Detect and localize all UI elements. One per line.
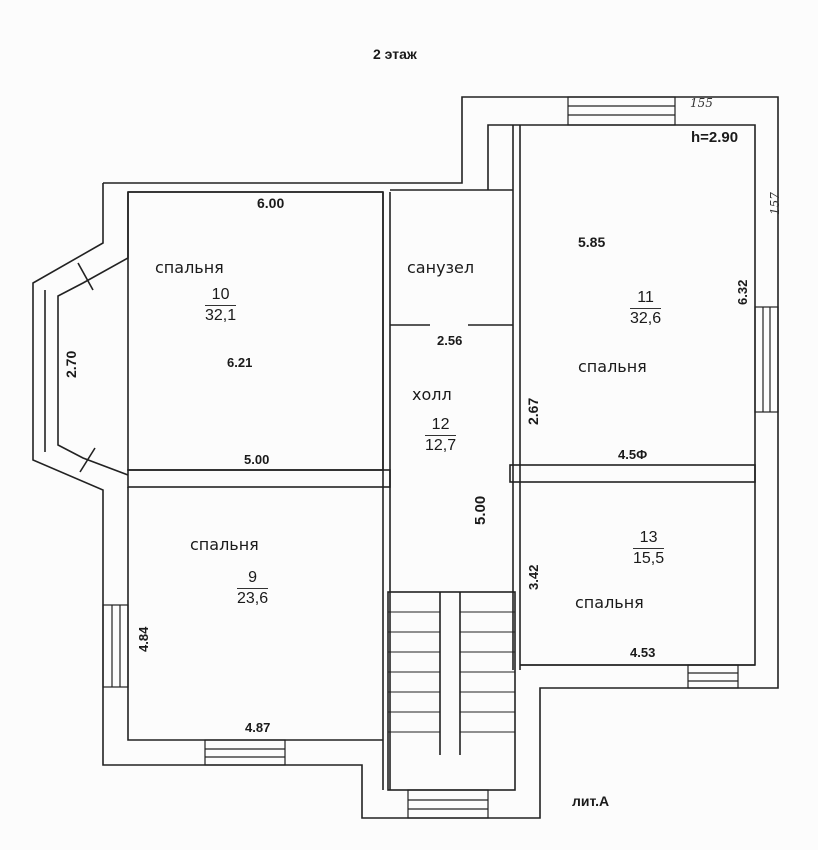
- dim-label: 5.85: [578, 234, 606, 250]
- dim-label: 6.21: [227, 355, 253, 370]
- dim-label: 4.5Ф: [618, 447, 648, 462]
- building-label: лит.А: [572, 793, 610, 809]
- dim-label: 2.67: [525, 397, 541, 425]
- dim-label: 2.70: [63, 350, 79, 378]
- stair-steps: [388, 611, 515, 733]
- dim-label: 6.00: [257, 195, 285, 211]
- outer-wall: [32, 96, 779, 819]
- dim-label: 2.56: [437, 333, 463, 348]
- dim-label: 4.53: [630, 645, 656, 660]
- room-13-name: спальня: [575, 593, 644, 612]
- room-12-name: холл: [412, 385, 452, 404]
- dim-label: 4.87: [245, 720, 271, 735]
- ceiling-height: h=2.90: [691, 129, 739, 146]
- room-11-name: спальня: [578, 357, 647, 376]
- dim-label: 3.42: [526, 564, 541, 590]
- handwritten-note: 155: [690, 96, 713, 110]
- wc-name: санузел: [407, 258, 475, 277]
- room-9-name: спальня: [190, 535, 259, 554]
- handwritten-note: 157: [768, 192, 782, 215]
- floor-title: 2 этаж: [373, 46, 417, 62]
- dim-label: 6.32: [735, 279, 750, 305]
- dim-label: 5.00: [472, 495, 489, 525]
- dim-label: 4.84: [136, 626, 151, 652]
- windows: [102, 96, 779, 819]
- room-10-name: спальня: [155, 258, 224, 277]
- dim-label: 5.00: [244, 452, 270, 467]
